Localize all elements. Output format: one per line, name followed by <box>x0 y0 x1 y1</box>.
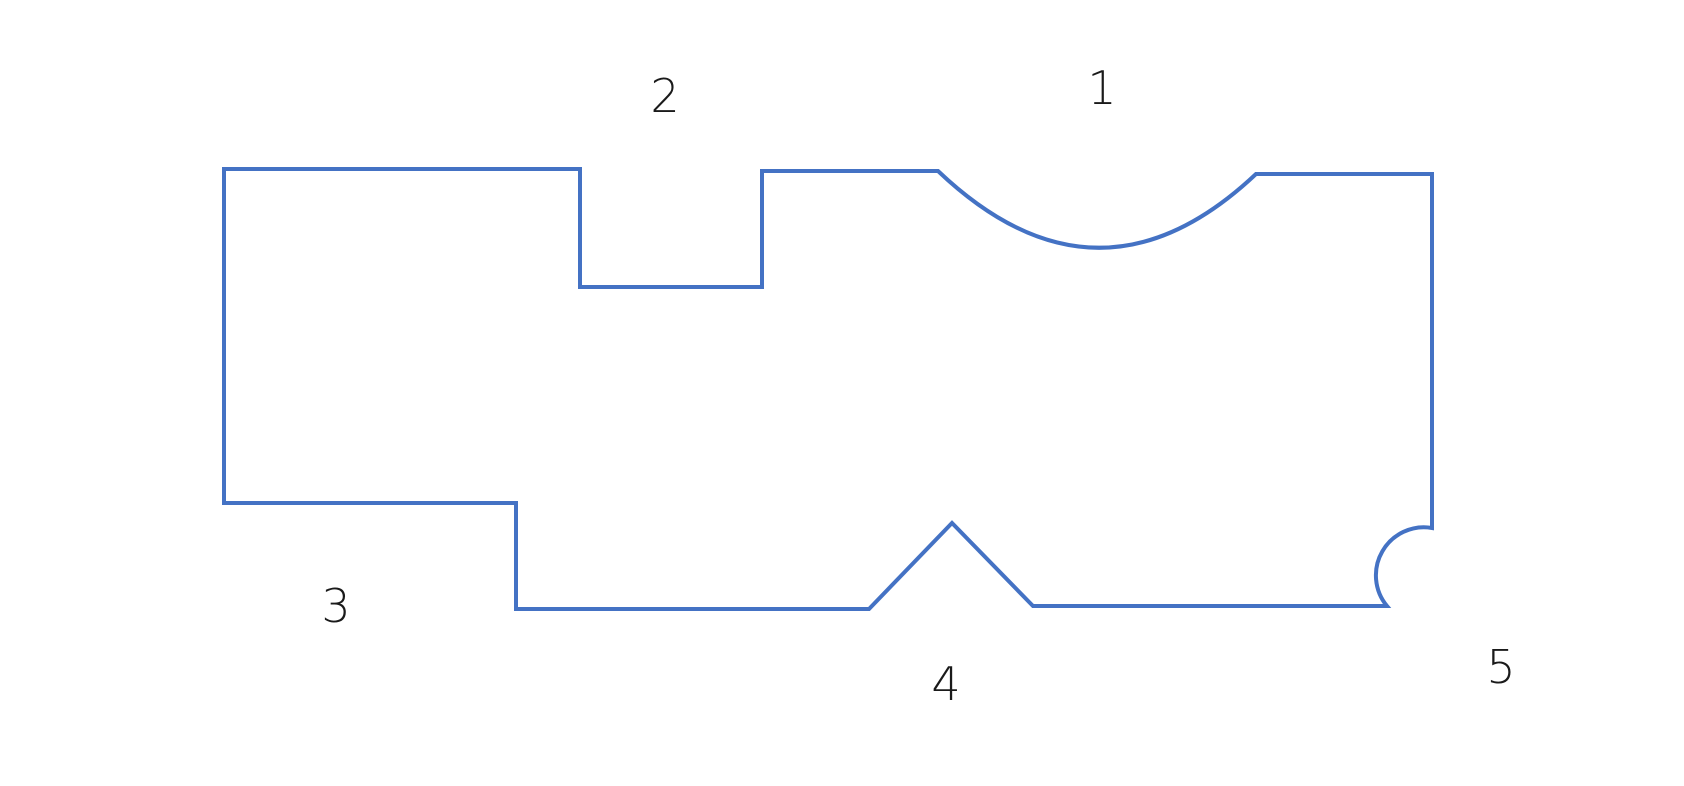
label-5: 5 <box>1486 640 1515 694</box>
label-1: 1 <box>1087 61 1116 115</box>
label-2: 2 <box>650 69 679 123</box>
label-4: 4 <box>931 657 960 711</box>
irregular-shape-outline <box>222 167 1434 611</box>
label-3: 3 <box>321 579 350 633</box>
